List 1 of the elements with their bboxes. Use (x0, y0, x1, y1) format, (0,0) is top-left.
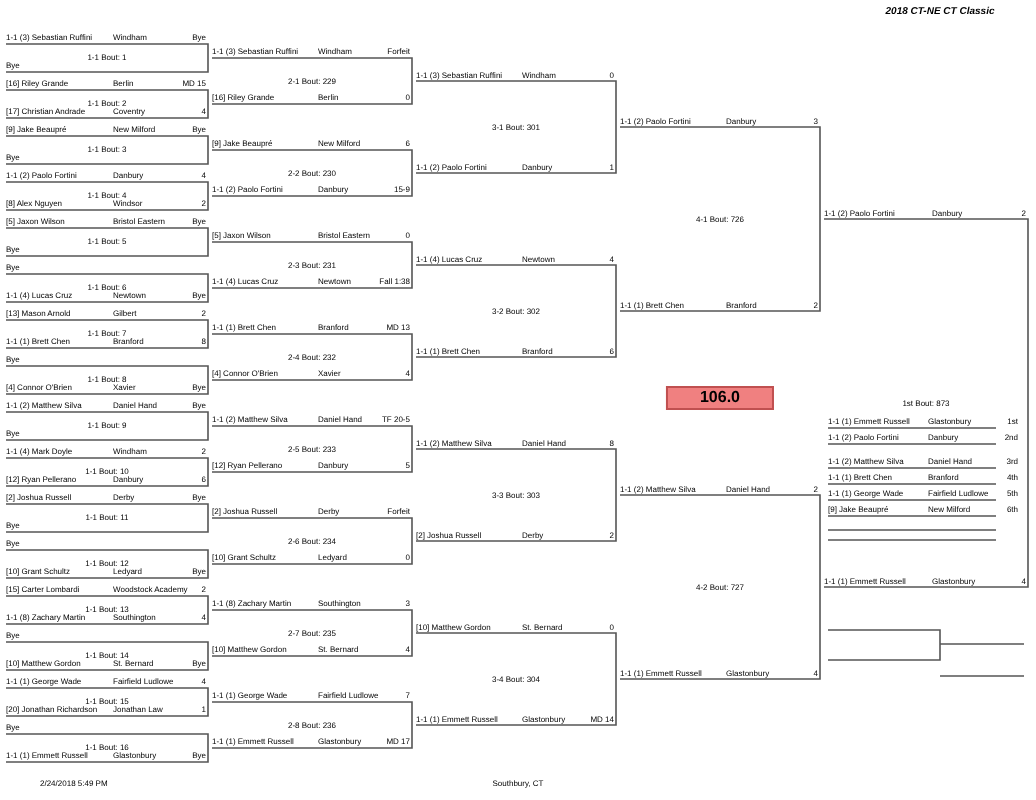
weight-class-banner: 106.0 (665, 386, 775, 410)
